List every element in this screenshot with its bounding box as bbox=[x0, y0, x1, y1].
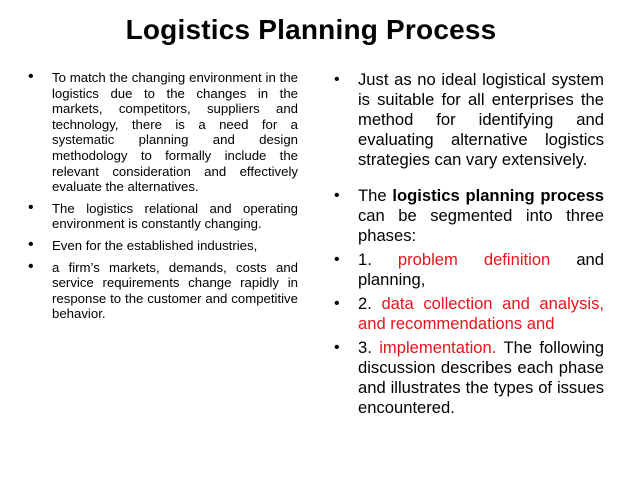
bullet-icon: • bbox=[334, 339, 340, 356]
list-item: • a firm’s markets, demands, costs and s… bbox=[28, 258, 298, 322]
list-item: • The logistics planning process can be … bbox=[334, 186, 604, 246]
list-item: • 1. problem definition and planning, bbox=[334, 250, 604, 290]
bullet-icon: • bbox=[334, 71, 340, 88]
bullet-text-bold: logistics planning process bbox=[392, 186, 604, 205]
phase-number: 2. bbox=[358, 294, 372, 313]
bullet-text-post: can be segmented into three phases: bbox=[358, 206, 604, 245]
slide-title: Logistics Planning Process bbox=[125, 14, 497, 45]
bullet-text: The logistics relational and operating e… bbox=[52, 200, 298, 232]
phase-highlight: problem definition bbox=[397, 250, 551, 269]
bullet-text-post: and planning, bbox=[358, 250, 604, 289]
left-bullet-list: • To match the changing environment in t… bbox=[28, 69, 298, 328]
list-item: • Just as no ideal logistical system is … bbox=[334, 70, 604, 170]
bullet-icon: • bbox=[334, 295, 340, 312]
phase-number: 3. bbox=[358, 338, 372, 357]
phase-highlight: data collection and analysis, and recomm… bbox=[358, 294, 604, 333]
bullet-text-post: The following discussion describes each … bbox=[358, 338, 604, 417]
bullet-text: Even for the established industries, bbox=[52, 237, 258, 253]
bullet-icon: • bbox=[334, 251, 340, 268]
bullet-icon: • bbox=[28, 257, 34, 275]
bullet-text: To match the changing environment in the… bbox=[52, 70, 298, 195]
phase-highlight: implementation. bbox=[379, 338, 497, 357]
bullet-icon: • bbox=[28, 198, 34, 216]
bullet-text: Just as no ideal logistical system is su… bbox=[358, 70, 604, 169]
phase-number: 1. bbox=[358, 250, 372, 269]
list-item: • 3. implementation. The following discu… bbox=[334, 338, 604, 418]
bullet-icon: • bbox=[28, 68, 34, 85]
right-bullet-list: • Just as no ideal logistical system is … bbox=[334, 70, 604, 422]
list-item: • 2. data collection and analysis, and r… bbox=[334, 294, 604, 334]
list-item: • Even for the established industries, bbox=[28, 237, 298, 254]
list-item: • To match the changing environment in t… bbox=[28, 69, 298, 195]
bullet-text-pre: The bbox=[358, 186, 387, 205]
list-item: • The logistics relational and operating… bbox=[28, 199, 298, 232]
bullet-icon: • bbox=[28, 235, 34, 253]
bullet-icon: • bbox=[334, 187, 340, 204]
bullet-text: a firm’s markets, demands, costs and ser… bbox=[52, 259, 298, 322]
